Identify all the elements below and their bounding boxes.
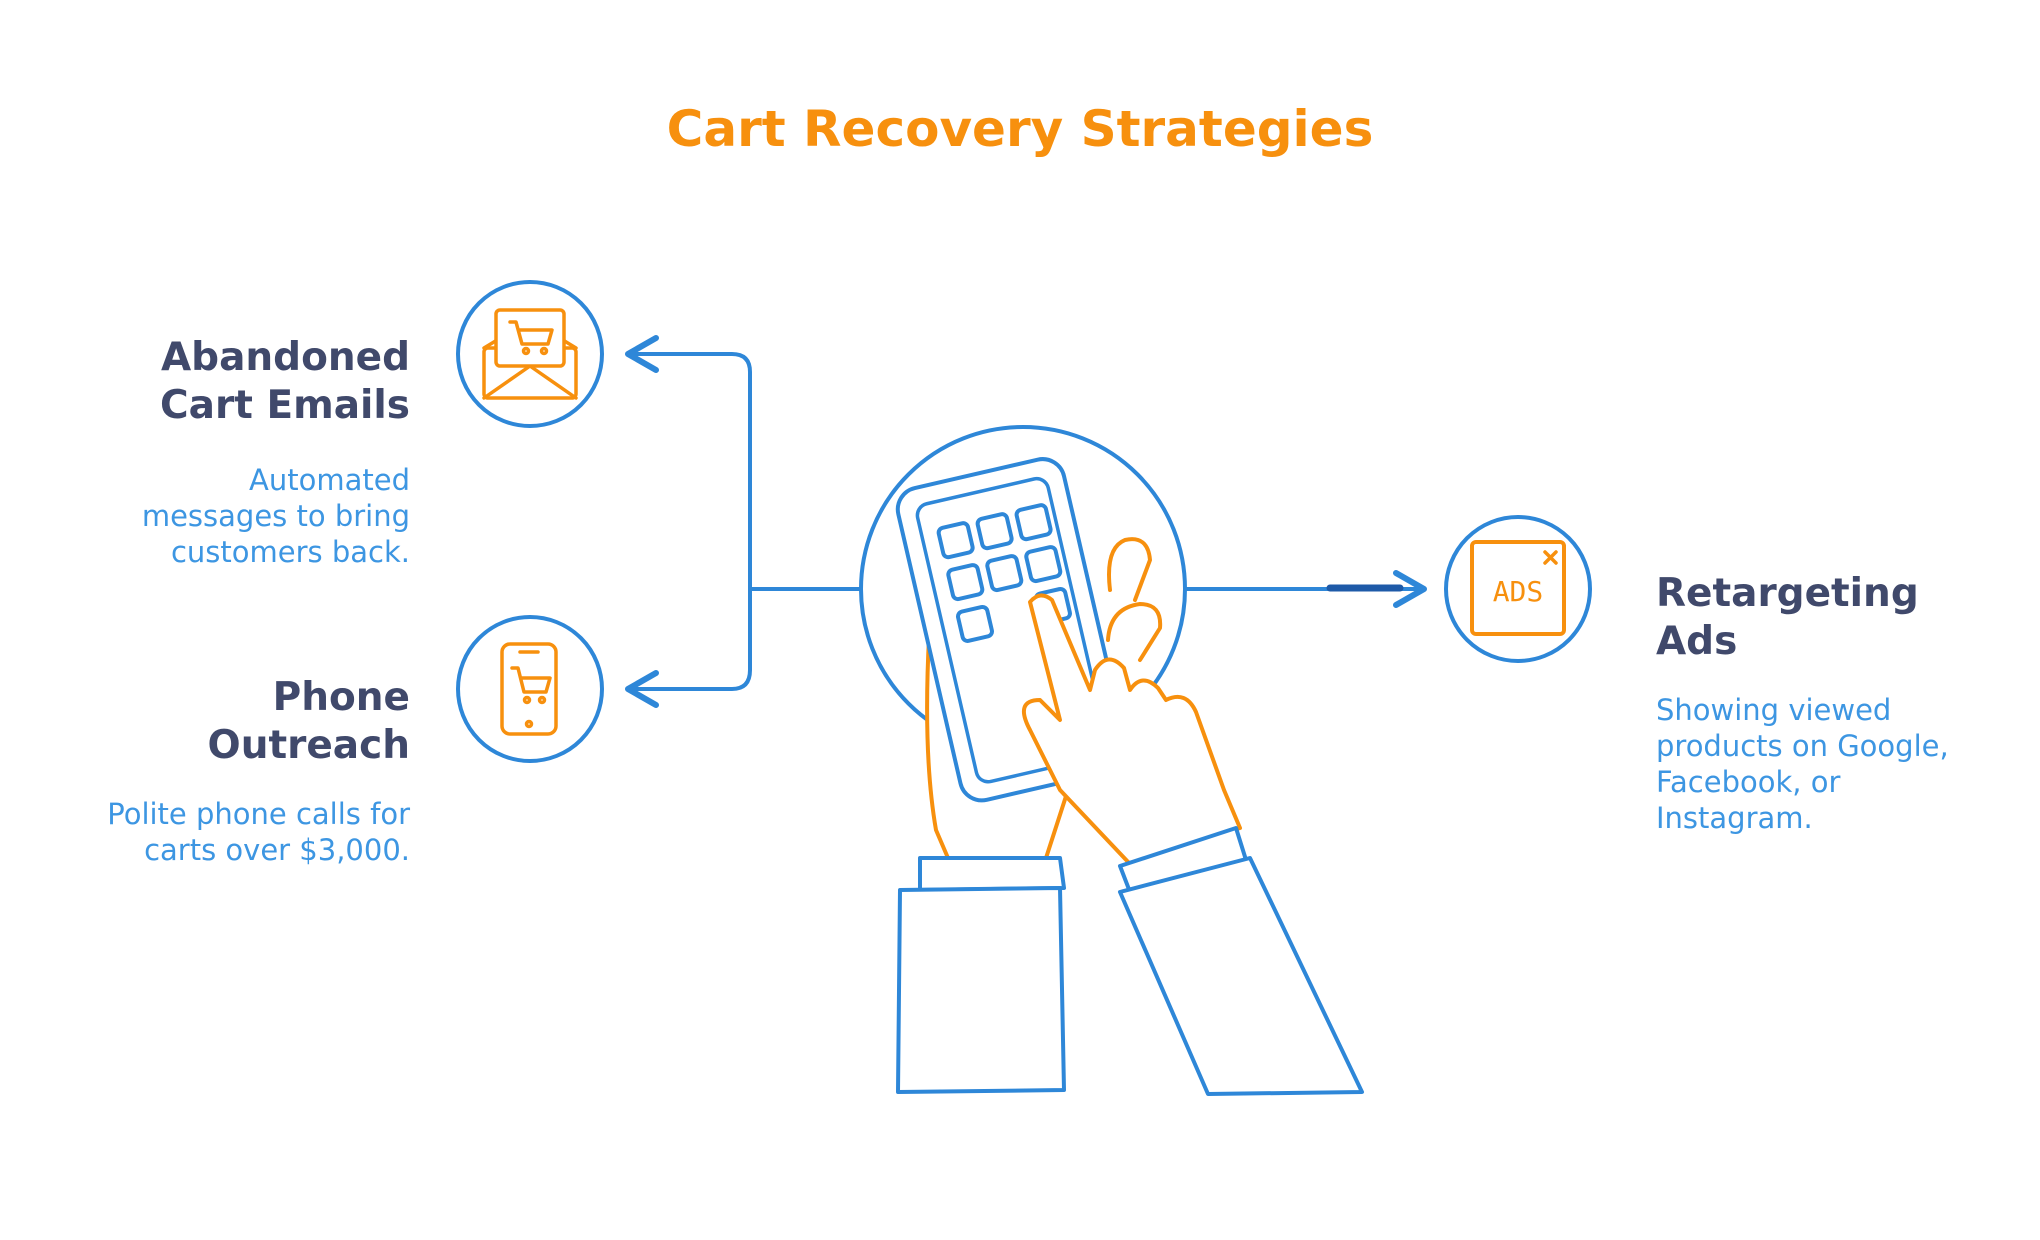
strategy-desc-phone: Polite phone calls for carts over $3,000… [107,797,410,867]
strategy-desc-emails: Automated messages to bring customers ba… [141,463,410,569]
connector-to-phone [625,587,752,708]
strategy-title-ads: Retargeting Ads [1656,571,1919,664]
connector-to-emails [625,335,862,591]
strategy-title-phone: Phone Outreach [207,675,410,768]
cart-email-icon [456,280,604,428]
ads-window-icon: ADS [1444,515,1592,663]
cart-phone-icon [456,615,604,763]
strategy-title-emails: Abandoned Cart Emails [160,335,410,428]
strategy-desc-ads: Showing viewed products on Google, Faceb… [1656,693,1949,835]
diagram-title: Cart Recovery Strategies [666,100,1374,158]
connector-lines [625,335,1427,708]
hands-tapping-phone-icon [859,425,1364,1096]
ads-label: ADS [1493,575,1544,608]
